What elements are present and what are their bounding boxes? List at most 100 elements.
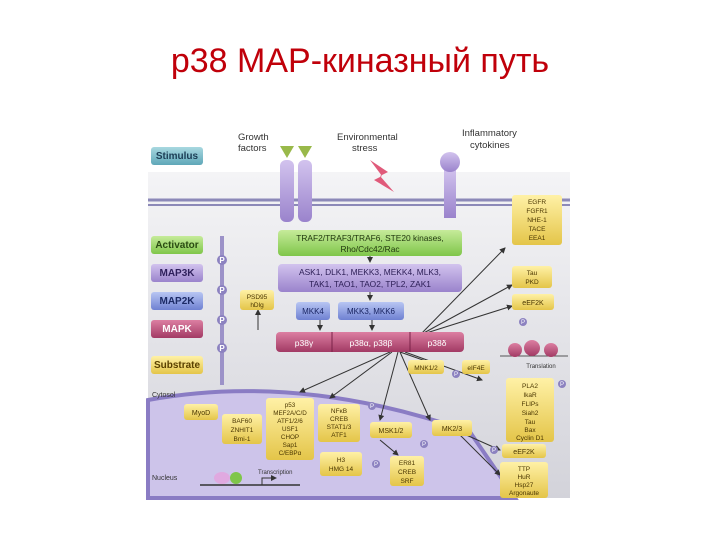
svg-text:hDlg: hDlg [250,302,264,309]
svg-text:Argonaute: Argonaute [509,490,539,497]
svg-text:PLA2: PLA2 [522,383,538,390]
substrate-er81-group: ER81 CREB SRF [390,456,424,486]
map2k-mkk36: MKK3, MKK6 [338,302,404,320]
p38-gamma: p38γ [295,338,314,348]
svg-text:P: P [560,382,564,388]
svg-text:PSD95: PSD95 [247,294,268,301]
svg-text:Translation: Translation [526,364,555,370]
cytokine-receptor [440,152,460,218]
svg-text:MEF2A/C/D: MEF2A/C/D [273,410,307,417]
svg-text:MKK4: MKK4 [302,307,324,316]
svg-text:CREB: CREB [398,469,416,476]
svg-text:MK2/3: MK2/3 [442,426,462,433]
svg-text:TACE: TACE [529,226,547,233]
activator-box: TRAF2/TRAF3/TRAF6, STE20 kinases, Rho/Cd… [278,230,462,256]
inflammatory-label-1: Inflammatory [462,128,517,139]
legend-substrate [151,356,203,374]
svg-text:Substrate: Substrate [154,360,201,371]
svg-text:NHE-1: NHE-1 [527,217,547,224]
svg-text:HMG 14: HMG 14 [329,466,354,473]
svg-text:PKD: PKD [525,279,539,286]
svg-text:P: P [422,442,426,448]
svg-text:USF1: USF1 [282,426,299,433]
svg-text:P: P [219,286,225,295]
svg-text:P: P [374,462,378,468]
svg-text:EGFR: EGFR [528,199,546,206]
substrate-psd95: PSD95 hDlg [240,290,274,310]
svg-text:eEF2K: eEF2K [522,300,544,307]
substrate-tau-pkd: Tau PKD [512,266,552,288]
svg-text:MSK1/2: MSK1/2 [379,428,404,435]
growth-factors-label-2: factors [238,143,267,154]
svg-text:C/EBPα: C/EBPα [279,450,302,457]
svg-text:FLIPs: FLIPs [522,401,540,408]
substrate-eef2k-bottom: eEF2K [502,444,546,458]
legend-map3k [151,264,203,282]
legend-activator [151,236,203,254]
p38-delta: p38δ [428,338,447,348]
svg-text:Siah2: Siah2 [522,410,539,417]
ribosome-translation: Translation [500,340,568,370]
legend: Stimulus Activator MAP3K MAP2K MAPK Subs… [151,147,227,385]
svg-text:Activator: Activator [155,240,198,251]
compartment-labels: Cytosol Nucleus Transcription [152,392,292,482]
svg-text:Sap1: Sap1 [283,442,298,449]
svg-text:CREB: CREB [330,416,348,423]
svg-text:P: P [370,404,374,410]
svg-text:CHOP: CHOP [281,434,299,441]
svg-text:HuR: HuR [517,474,530,481]
map3k-box: ASK1, DLK1, MEKK3, MEKK4, MLK3, TAK1, TA… [278,264,462,292]
substrate-mk23: MK2/3 [432,420,472,436]
substrate-eef2k-top: eEF2K [512,294,554,310]
stimulus-labels: Growth factors Environmental stress Infl… [238,128,517,154]
svg-text:P: P [454,372,458,378]
svg-text:BAF60: BAF60 [232,418,252,425]
svg-text:eIF4E: eIF4E [467,365,485,372]
substrate-msk: MSK1/2 [370,422,412,438]
substrate-eif4e: eIF4E [462,360,490,374]
svg-text:MAP2K: MAP2K [159,296,195,307]
svg-text:MNK1/2: MNK1/2 [414,365,438,372]
svg-text:P: P [521,320,525,326]
substrate-mnk: MNK1/2 [408,360,444,374]
environmental-label-1: Environmental [337,132,398,143]
svg-text:Tau: Tau [527,270,538,277]
svg-text:H3: H3 [337,457,346,464]
svg-text:ASK1, DLK1, MEKK3, MEKK4, MLK3: ASK1, DLK1, MEKK3, MEKK4, MLK3, [299,267,441,277]
growth-factors-label-1: Growth [238,132,269,143]
substrate-ttp-group: TTP HuR Hsp27 Argonaute [500,462,548,498]
svg-text:Tau: Tau [525,419,536,426]
svg-text:TTP: TTP [518,466,530,473]
svg-text:Bax: Bax [524,427,536,434]
dna-transcription-icon [200,472,300,486]
substrate-baf60-group: BAF60 ZNHIT1 Bmi-1 [222,414,262,444]
svg-text:eEF2K: eEF2K [513,449,535,456]
svg-text:p53: p53 [285,402,296,409]
svg-text:STAT1/3: STAT1/3 [327,424,352,431]
svg-text:IkaR: IkaR [523,392,537,399]
map2k-mkk4: MKK4 [296,302,330,320]
svg-text:SRF: SRF [401,478,414,485]
growth-factor-receptor [280,146,312,222]
svg-text:EEA1: EEA1 [529,235,546,242]
stress-lightning-icon [370,160,394,192]
transcription-label: Transcription [258,470,292,476]
svg-text:TAK1, TAO1, TAO2, TPL2, ZAK1: TAK1, TAO1, TAO2, TPL2, ZAK1 [309,279,431,289]
svg-text:ZNHIT1: ZNHIT1 [231,427,254,434]
svg-text:MyoD: MyoD [192,410,210,417]
svg-text:TRAF2/TRAF3/TRAF6, STE20 kinas: TRAF2/TRAF3/TRAF6, STE20 kinases, [296,233,444,243]
substrate-p53-group: p53 MEF2A/C/D ATF1/2/6 USF1 CHOP Sap1 C/… [266,398,314,460]
svg-text:P: P [219,316,225,325]
svg-text:Cyclin D1: Cyclin D1 [516,435,544,442]
svg-text:NFκB: NFκB [331,408,347,415]
svg-text:P: P [219,256,225,265]
substrate-myod: MyoD [184,404,218,420]
legend-stimulus [151,147,203,165]
svg-text:ER81: ER81 [399,460,416,467]
page-title: p38 MAP-киназный путь [170,42,550,80]
phosphate-markers: P P P P P P P [368,318,566,468]
svg-text:Rho/Cdc42/Rac: Rho/Cdc42/Rac [340,244,399,254]
svg-text:Bmi-1: Bmi-1 [234,436,251,443]
substrate-h3-group: H3 HMG 14 [320,452,362,476]
